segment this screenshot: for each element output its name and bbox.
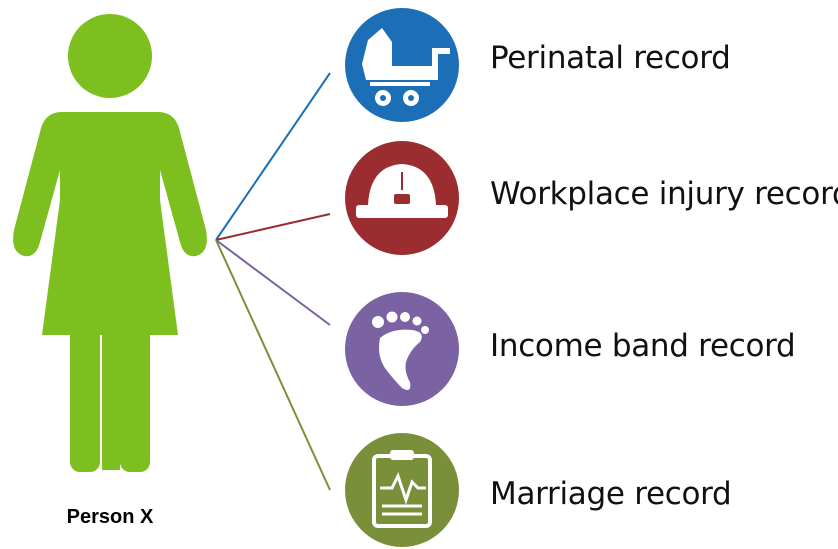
record-label-workplace-injury: Workplace injury record <box>490 176 838 212</box>
medical-clipboard-icon <box>345 433 459 547</box>
connector-line-perinatal <box>215 72 331 241</box>
footprint-icon <box>345 292 459 406</box>
baby-stroller-icon <box>345 8 459 122</box>
record-label-perinatal: Perinatal record <box>490 40 731 76</box>
female-person-icon <box>13 14 207 472</box>
connector-line-marriage <box>215 239 331 491</box>
connector-line-workplace <box>215 213 331 241</box>
record-label-income-band: Income band record <box>490 328 796 364</box>
hard-hat-icon <box>345 141 459 255</box>
record-label-marriage: Marriage record <box>490 476 732 512</box>
person-label: Person X <box>66 506 154 528</box>
connector-line-income <box>215 239 331 326</box>
connector-lines <box>215 72 331 491</box>
